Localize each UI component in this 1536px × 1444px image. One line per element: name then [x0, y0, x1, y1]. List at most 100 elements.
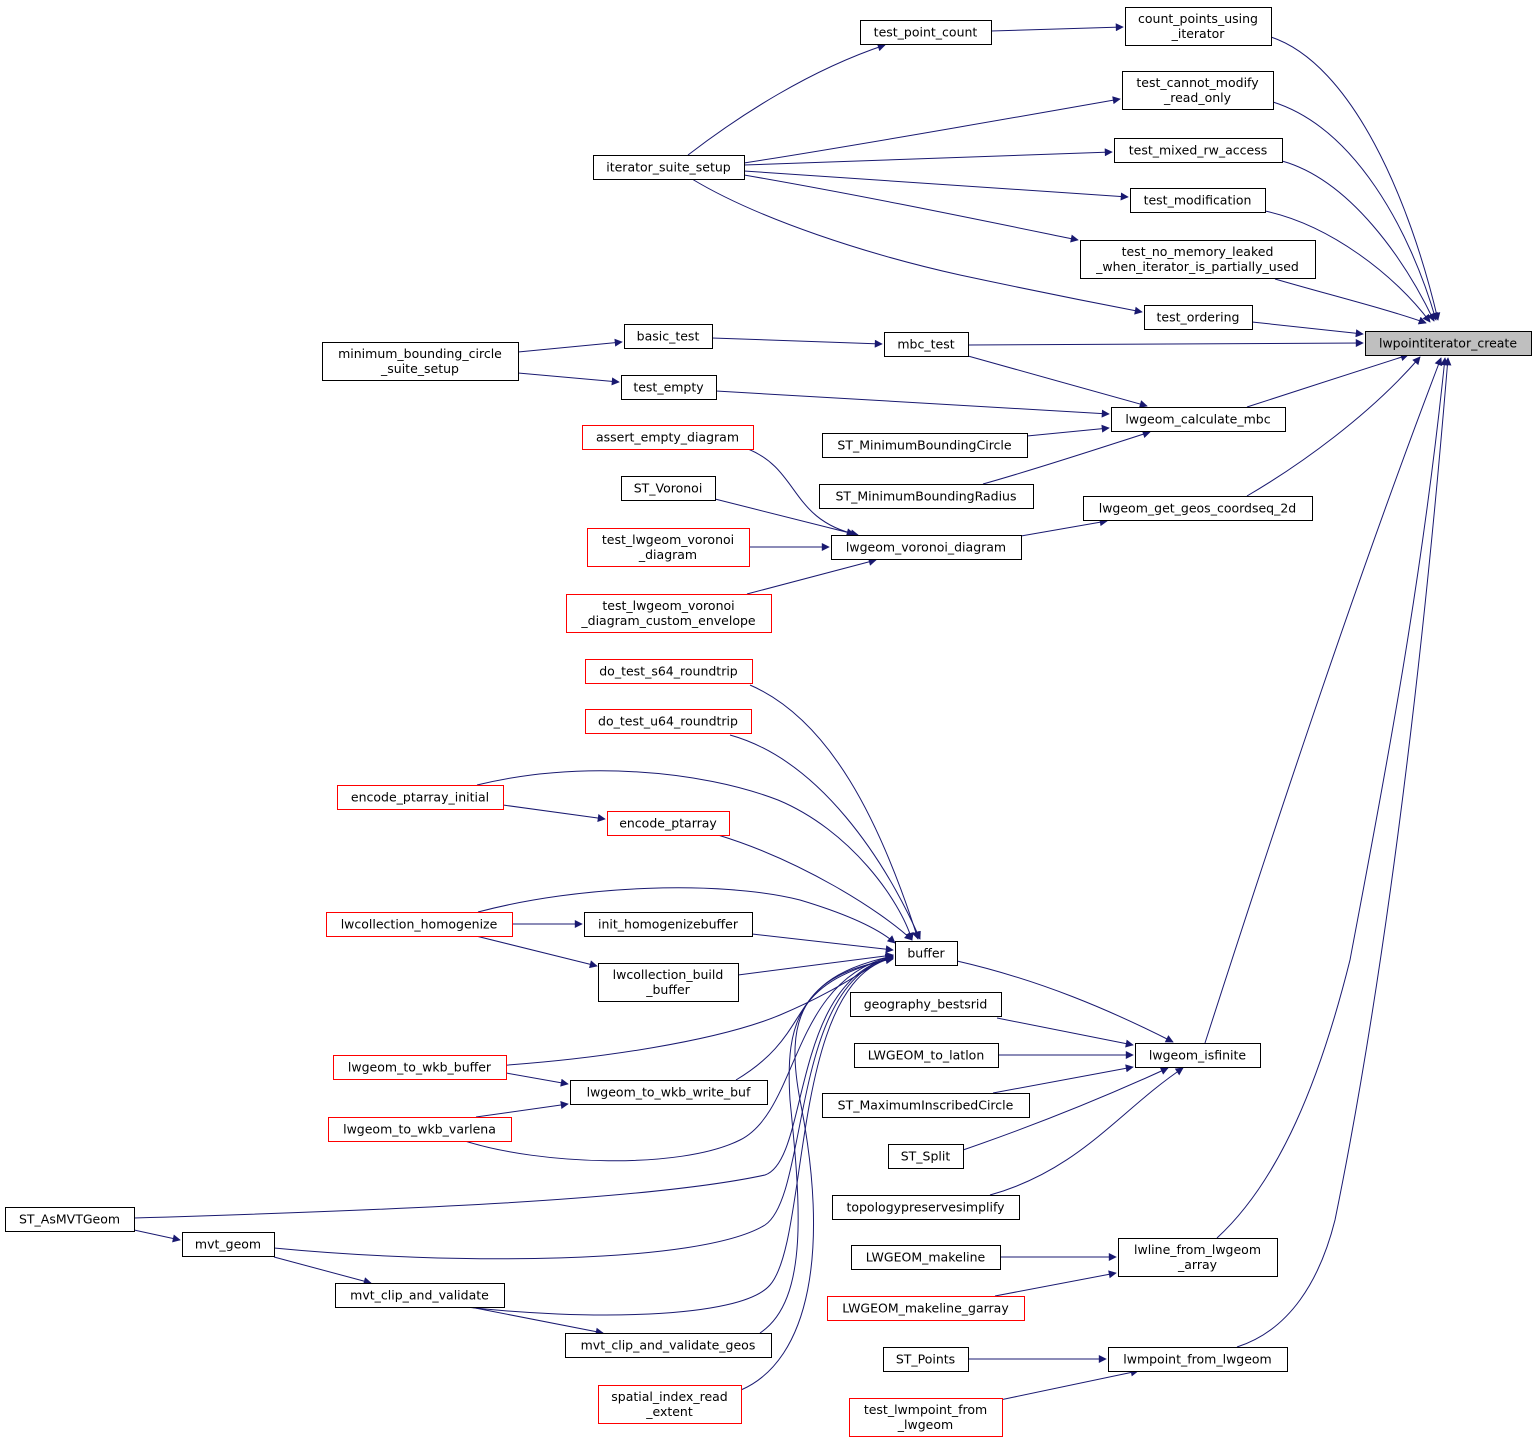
node-st_voronoi[interactable]: ST_Voronoi [621, 476, 716, 501]
node-st_min_circle[interactable]: ST_MinimumBoundingCircle [822, 433, 1028, 458]
node-lwgeom_to_latlon[interactable]: LWGEOM_to_latlon [854, 1043, 999, 1068]
node-label: test_mixed_rw_access [1129, 143, 1268, 158]
node-encode_initial[interactable]: encode_ptarray_initial [337, 785, 504, 810]
node-label: ST_MinimumBoundingCircle [837, 438, 1011, 453]
edge-init_homog-to-buffer [751, 933, 894, 954]
node-box [598, 963, 739, 1002]
node-mvt_clip[interactable]: mvt_clip_and_validate [335, 1283, 505, 1308]
node-st_max_inscribed[interactable]: ST_MaximumInscribedCircle [822, 1093, 1030, 1118]
node-label: test_lwgeom_voronoi [602, 532, 734, 547]
node-test_cannot_modify[interactable]: test_cannot_modify_read_only [1122, 71, 1274, 110]
node-label: do_test_u64_roundtrip [598, 714, 738, 729]
node-lwcoll_homog[interactable]: lwcollection_homogenize [326, 912, 513, 937]
node-label: ST_Split [901, 1149, 951, 1164]
node-spatial_index[interactable]: spatial_index_read_extent [598, 1385, 742, 1424]
edge-iterator_suite_setup-to-test_modification [743, 170, 1129, 201]
node-label: test_lwmpoint_from [864, 1402, 987, 1417]
node-box [851, 1245, 1001, 1270]
node-lwgeom_calc_mbc[interactable]: lwgeom_calculate_mbc [1111, 407, 1286, 432]
node-mbc_suite[interactable]: minimum_bounding_circle_suite_setup [322, 342, 519, 381]
node-init_homog[interactable]: init_homogenizebuffer [584, 912, 753, 937]
edge-mbc_test-to-root [967, 339, 1364, 348]
node-label: LWGEOM_makeline [866, 1250, 986, 1265]
node-basic_test[interactable]: basic_test [624, 324, 713, 349]
edge-mbc_suite-to-test_empty [517, 372, 620, 386]
node-geos_coordseq[interactable]: lwgeom_get_geos_coordseq_2d [1083, 496, 1313, 521]
node-mvt_geom[interactable]: mvt_geom [182, 1232, 275, 1257]
node-box [1111, 407, 1286, 432]
edge-lwmpoint_from-to-root [1236, 357, 1452, 1348]
node-box [328, 1117, 512, 1142]
node-label: ST_AsMVTGeom [19, 1212, 120, 1227]
edge-mvt_clip-to-mvt_clip_geos [469, 1306, 604, 1336]
node-buffer[interactable]: buffer [895, 941, 958, 966]
edge-lwcoll_build-to-buffer [737, 951, 894, 976]
node-test_voronoi[interactable]: test_lwgeom_voronoi_diagram [587, 528, 750, 567]
node-label: mvt_geom [195, 1237, 261, 1252]
node-wkb_varlena[interactable]: lwgeom_to_wkb_varlena [328, 1117, 512, 1142]
node-mvt_clip_geos[interactable]: mvt_clip_and_validate_geos [565, 1333, 772, 1358]
node-box [1144, 305, 1253, 330]
node-box [333, 1055, 507, 1080]
node-do_u64[interactable]: do_test_u64_roundtrip [585, 709, 752, 734]
node-box [585, 709, 752, 734]
node-test_mixed_rw[interactable]: test_mixed_rw_access [1114, 138, 1283, 163]
node-iterator_suite_setup[interactable]: iterator_suite_setup [593, 155, 745, 180]
node-box [854, 1043, 999, 1068]
node-lwcoll_build[interactable]: lwcollection_build_buffer [598, 963, 739, 1002]
node-label: lwgeom_to_wkb_varlena [343, 1122, 496, 1137]
node-lwline_from[interactable]: lwline_from_lwgeom_array [1118, 1238, 1278, 1277]
node-label: lwgeom_get_geos_coordseq_2d [1099, 501, 1297, 516]
node-encode_ptarray[interactable]: encode_ptarray [607, 811, 730, 836]
node-box [5, 1207, 135, 1232]
node-box [326, 912, 513, 937]
node-box [860, 20, 992, 45]
node-geog_bestsrid[interactable]: geography_bestsrid [850, 992, 1002, 1017]
node-box [337, 785, 504, 810]
node-box [587, 528, 750, 567]
node-do_s64[interactable]: do_test_s64_roundtrip [585, 659, 753, 684]
node-st_min_radius[interactable]: ST_MinimumBoundingRadius [819, 484, 1034, 509]
node-root[interactable]: lwpointiterator_create [1365, 331, 1532, 356]
edge-st_min_radius-to-lwgeom_calc_mbc [982, 430, 1151, 485]
node-mbc_test[interactable]: mbc_test [884, 332, 969, 357]
node-makeline_garray[interactable]: LWGEOM_makeline_garray [827, 1296, 1025, 1321]
edge-encode_initial-to-buffer [476, 770, 914, 941]
node-label: lwgeom_calculate_mbc [1125, 412, 1270, 427]
node-label: lwgeom_isfinite [1149, 1048, 1247, 1063]
node-test_empty[interactable]: test_empty [621, 375, 717, 400]
node-st_points[interactable]: ST_Points [883, 1347, 969, 1372]
node-st_asmvtgeom[interactable]: ST_AsMVTGeom [5, 1207, 135, 1232]
edge-mbc_test-to-lwgeom_calc_mbc [967, 355, 1148, 408]
node-topo_simplify[interactable]: topologypreservesimplify [832, 1195, 1020, 1220]
node-wkb_write_buf[interactable]: lwgeom_to_wkb_write_buf [570, 1080, 768, 1105]
node-label: test_lwgeom_voronoi [602, 598, 734, 613]
node-label: ST_Points [896, 1352, 955, 1367]
edge-test_no_memory-to-root [1274, 278, 1427, 325]
edge-lwcoll_homog-to-buffer [477, 887, 896, 944]
node-st_split[interactable]: ST_Split [888, 1144, 964, 1169]
node-box [831, 535, 1022, 560]
node-test_point_count[interactable]: test_point_count [860, 20, 992, 45]
node-wkb_buffer[interactable]: lwgeom_to_wkb_buffer [333, 1055, 507, 1080]
node-box [883, 1347, 969, 1372]
node-test_lwmpoint[interactable]: test_lwmpoint_from_lwgeom [849, 1398, 1003, 1437]
node-box [182, 1232, 275, 1257]
node-lwgeom_voronoi[interactable]: lwgeom_voronoi_diagram [831, 535, 1022, 560]
node-test_no_memory[interactable]: test_no_memory_leaked_when_iterator_is_p… [1080, 240, 1316, 279]
node-lwgeom_makeline[interactable]: LWGEOM_makeline [851, 1245, 1001, 1270]
node-count_points[interactable]: count_points_using_iterator [1125, 7, 1272, 46]
node-box [1114, 138, 1283, 163]
node-lwgeom_isfinite[interactable]: lwgeom_isfinite [1135, 1043, 1261, 1068]
node-label: assert_empty_diagram [596, 430, 739, 445]
node-test_voronoi_env[interactable]: test_lwgeom_voronoi_diagram_custom_envel… [566, 594, 772, 633]
node-label: lwgeom_voronoi_diagram [846, 540, 1006, 555]
node-lwmpoint_from[interactable]: lwmpoint_from_lwgeom [1108, 1347, 1288, 1372]
node-assert_empty[interactable]: assert_empty_diagram [582, 425, 754, 450]
node-label: lwgeom_to_wkb_buffer [348, 1060, 492, 1075]
node-test_ordering[interactable]: test_ordering [1144, 305, 1253, 330]
node-box [624, 324, 713, 349]
node-label: _read_only [1163, 90, 1232, 105]
node-label: ST_MinimumBoundingRadius [836, 489, 1017, 504]
node-test_modification[interactable]: test_modification [1130, 188, 1266, 213]
